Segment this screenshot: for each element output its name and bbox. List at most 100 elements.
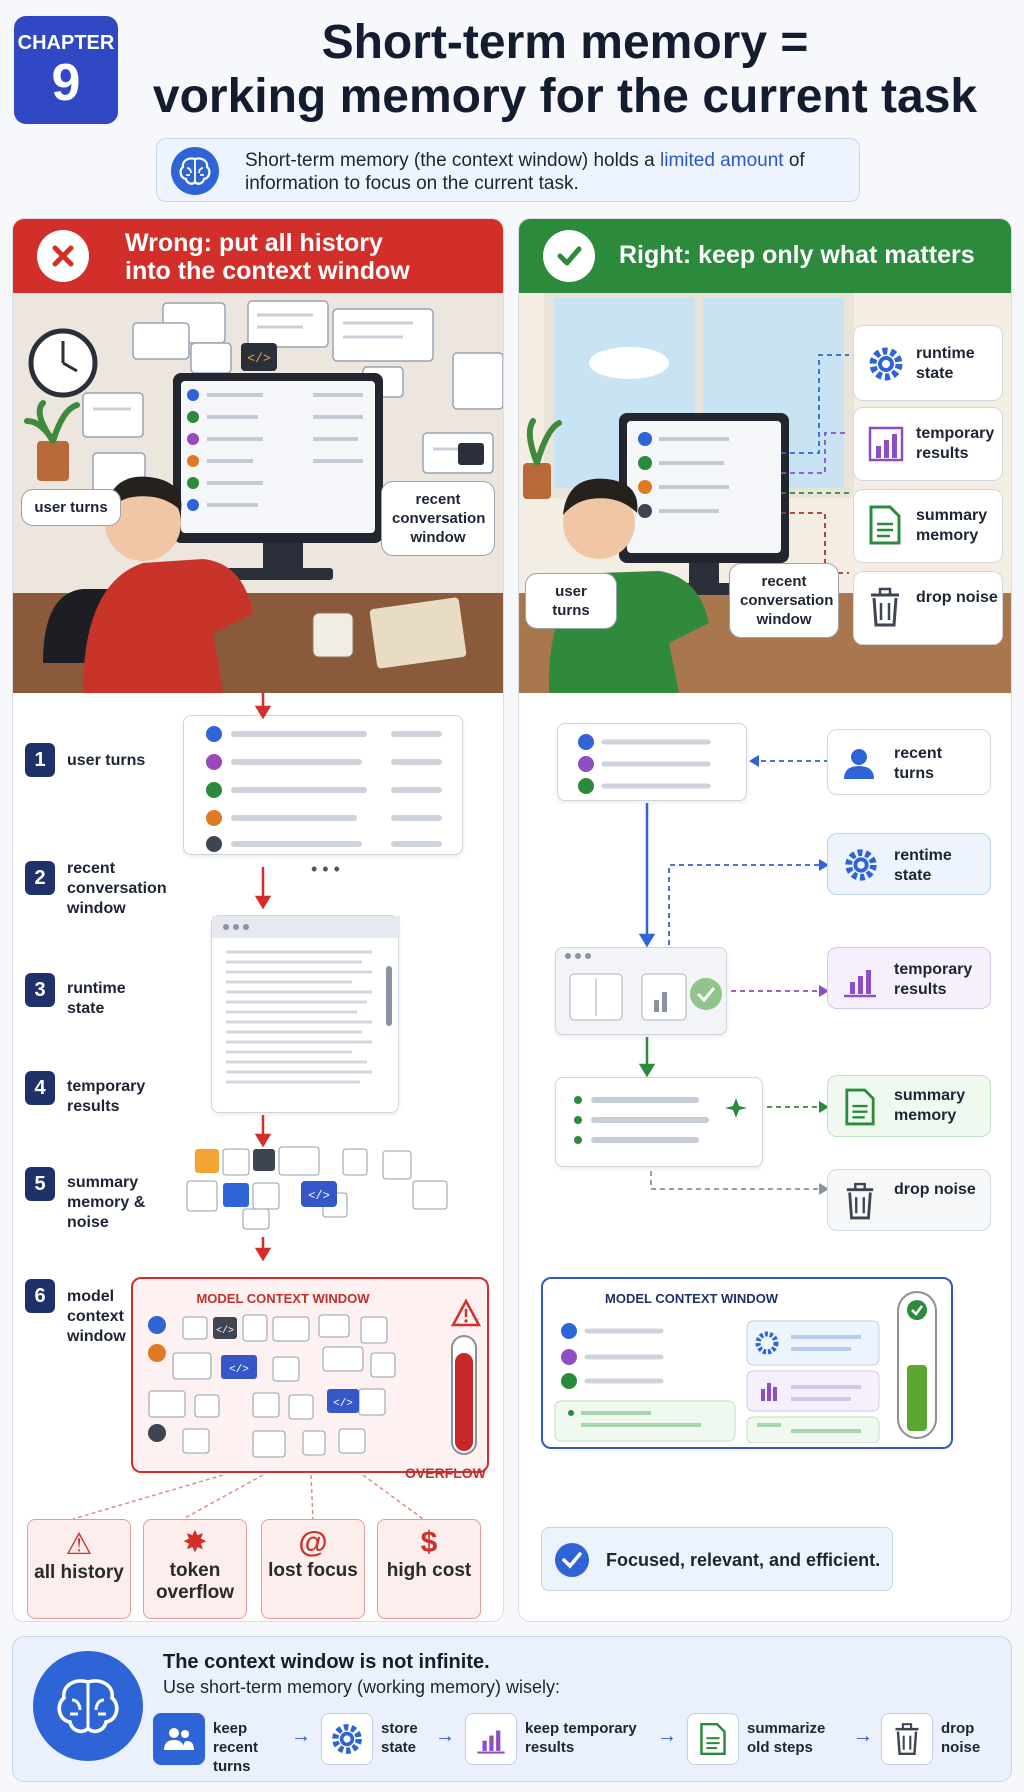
flow-arrows — [638, 755, 829, 1195]
context-window-title: MODEL CONTEXT WINDOW — [605, 1291, 779, 1306]
result-text: Focused, relevant, and efficient. — [606, 1550, 881, 1570]
step-1-label: user turns — [67, 752, 146, 769]
step-5-number: 5 — [25, 1167, 55, 1201]
recent-turns-list — [578, 734, 711, 794]
arrow-right-icon: → — [291, 1725, 311, 1747]
scene-runtime-state: runtime state — [853, 325, 1003, 401]
gear-icon — [845, 849, 877, 881]
arrow-right-icon: → — [435, 1725, 455, 1747]
flow-recent-turns: recent turns — [827, 729, 991, 795]
flow-label: rentime state — [894, 847, 952, 884]
title-line-2: vorking memory for the current task — [152, 70, 978, 123]
brain-icon — [33, 1651, 143, 1761]
capacity-gauge-fill — [907, 1365, 927, 1431]
right-heading: Right: keep only what matters — [619, 241, 975, 269]
document-icon — [687, 1713, 739, 1765]
intro-text-a: Short-term memory (the context window) h… — [245, 150, 660, 171]
intro-text-b: of information to focus on the current t… — [245, 150, 805, 194]
wrong-header: Wrong: put all history into the context … — [13, 219, 503, 293]
footer-step-label: store state — [381, 1720, 418, 1756]
user-turns-card — [183, 715, 463, 855]
wrong-heading-1: Wrong: put all history — [125, 229, 383, 257]
scene-item-label: runtime state — [916, 345, 975, 382]
chapter-label: CHAPTER — [17, 32, 115, 54]
right-panel: Right: keep only what matters — [518, 218, 1012, 1622]
problem-label: token overflow — [155, 1560, 235, 1603]
wrong-heading: Wrong: put all history into the context … — [125, 229, 485, 285]
flow-label: recent turns — [894, 745, 943, 782]
processing-card — [555, 947, 727, 1035]
wrong-heading-2: into the context window — [125, 257, 410, 285]
problem-lost-focus: @ lost focus — [261, 1519, 365, 1619]
capacity-gauge — [897, 1291, 937, 1439]
dollar-icon: $ — [420, 1526, 438, 1559]
scene-drop-noise: drop noise — [853, 571, 1003, 645]
right-scene-illustration: user turns recent conversation window ru… — [519, 293, 1011, 693]
intro-highlight: limited amount — [660, 150, 784, 171]
flow-runtime-state: rentime state — [827, 833, 991, 895]
check-circle-icon — [555, 1543, 589, 1577]
trash-icon — [846, 1182, 874, 1220]
arrow-right-icon: → — [853, 1725, 873, 1747]
overflowing-context-window: MODEL CONTEXT WINDOW </> </> </> — [131, 1277, 489, 1473]
summary-lines — [574, 1096, 747, 1144]
chapter-number: 9 — [51, 54, 81, 112]
scene-item-label: drop noise — [916, 589, 998, 606]
flow-label: temporary results — [894, 961, 973, 998]
problem-connectors — [72, 1475, 424, 1520]
summary-card — [555, 1077, 763, 1167]
warning-icon — [451, 1299, 481, 1327]
step-2-number: 2 — [25, 861, 55, 895]
clean-context-window: MODEL CONTEXT WINDOW — [541, 1277, 953, 1449]
trash-icon — [881, 1713, 933, 1765]
page-title: Short-term memory = vorking memory for t… — [130, 16, 1000, 124]
footer-box: The context window is not infinite. Use … — [12, 1636, 1012, 1782]
flow-label: summary memory — [894, 1087, 966, 1124]
scene-item-label: temporary results — [916, 425, 995, 462]
wrong-panel: Wrong: put all history into the context … — [12, 218, 504, 1622]
cross-icon — [37, 230, 89, 282]
step-4-number: 4 — [25, 1071, 55, 1105]
user-turns-bubble: user turns — [525, 573, 617, 629]
footer-step-label: keep recent turns — [213, 1720, 259, 1775]
problem-token-overflow: ✸ token overflow — [143, 1519, 247, 1619]
arrow-right-icon: → — [657, 1725, 677, 1747]
problem-label: lost focus — [268, 1560, 358, 1581]
context-window-title: MODEL CONTEXT WINDOW — [196, 1291, 370, 1306]
target-icon: @ — [298, 1526, 328, 1559]
chapter-badge: CHAPTER 9 — [14, 16, 118, 124]
document-icon — [845, 1088, 875, 1126]
svg-text:</>: </> — [308, 1189, 330, 1203]
recent-window-card — [211, 915, 400, 1113]
step-6-label: model context window — [67, 1288, 126, 1345]
scene-summary-memory: summary memory — [853, 489, 1003, 563]
context-contents — [554, 1320, 880, 1443]
window-text-lines — [212, 916, 400, 1084]
svg-text:</>: </> — [229, 1364, 249, 1376]
step-5-label: summary memory & noise — [67, 1174, 146, 1231]
step-1-number: 1 — [25, 743, 55, 777]
check-icon — [543, 230, 595, 282]
overflow-gauge-fill — [455, 1353, 473, 1451]
chart-icon — [844, 970, 876, 998]
footer-subtitle: Use short-term memory (working memory) w… — [163, 1677, 561, 1697]
scene-item-label: summary memory — [916, 507, 988, 544]
title-line-1: Short-term memory = — [321, 16, 809, 69]
flow-temporary-results: temporary results — [827, 947, 991, 1009]
step-4-label: temporary results — [67, 1078, 146, 1115]
scene-temporary-results: temporary results — [853, 407, 1003, 481]
wrong-scene-illustration: </> user turns recent conversation windo… — [13, 293, 503, 693]
flow-label: drop noise — [894, 1181, 976, 1198]
step-6-number: 6 — [25, 1279, 55, 1313]
brain-icon — [171, 147, 219, 195]
chart-icon — [868, 426, 904, 462]
overflow-clutter: </> </> </> — [148, 1314, 396, 1458]
overflow-gauge — [451, 1335, 477, 1455]
person-icon — [844, 749, 874, 779]
user-turns-bubble: user turns — [21, 489, 121, 526]
processing-icons — [565, 953, 722, 1021]
overflow-label: OVERFLOW — [405, 1465, 486, 1481]
problem-label: all history — [34, 1562, 124, 1583]
gear-icon — [321, 1713, 373, 1765]
down-arrows-red — [254, 693, 272, 1262]
